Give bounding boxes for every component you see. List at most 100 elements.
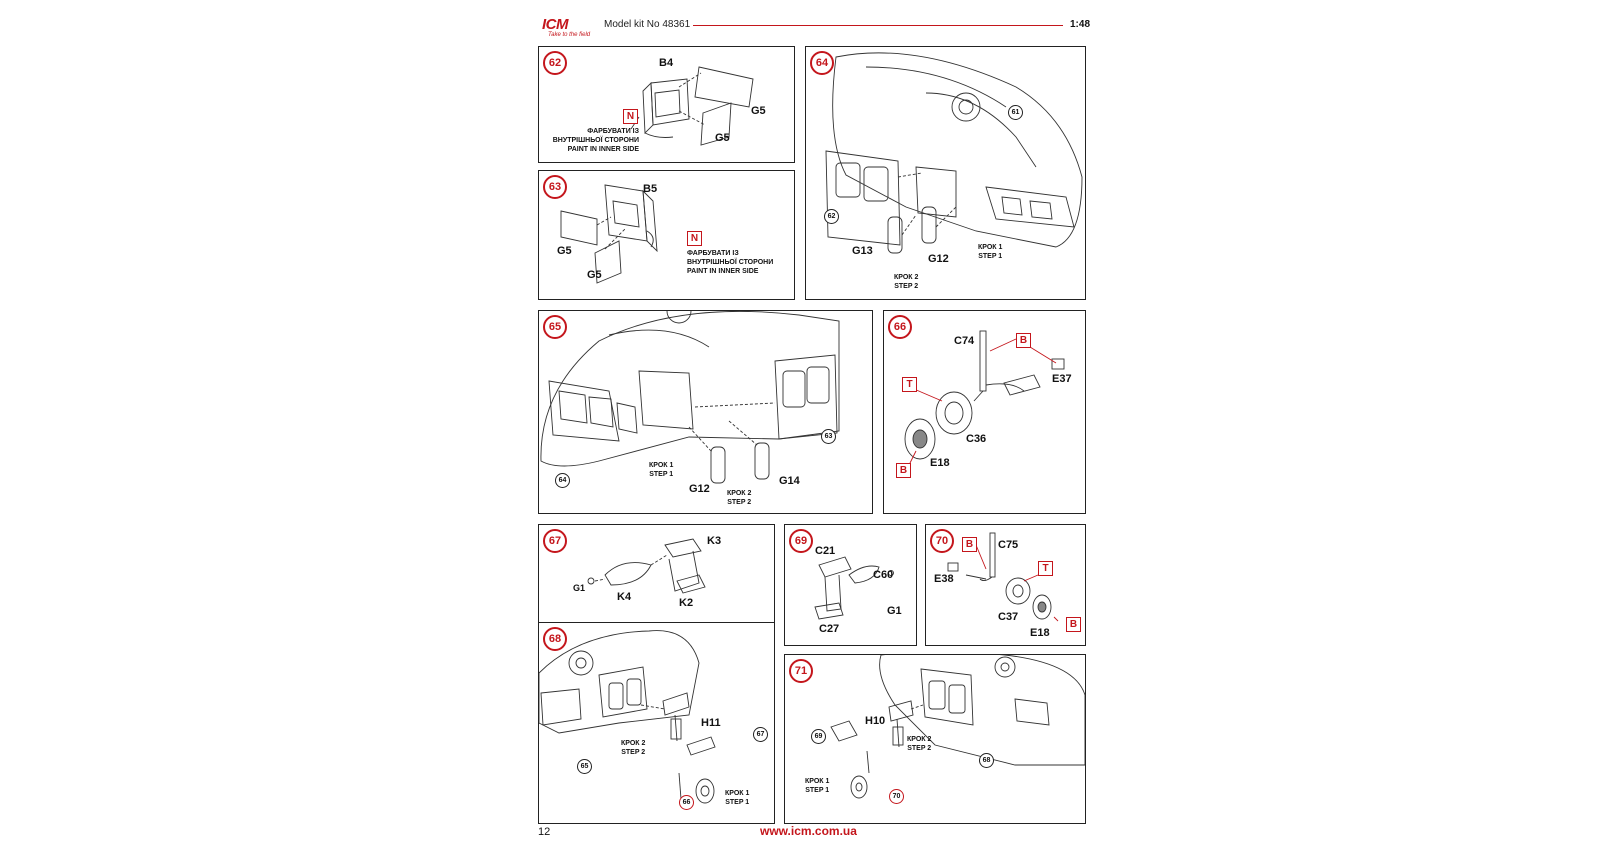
part-label-g5: G5 bbox=[715, 132, 730, 144]
wheel-assembly-drawing bbox=[904, 330, 1065, 464]
step-2-note: КРОК 2 STEP 2 bbox=[894, 273, 918, 291]
step-1-en: STEP 1 bbox=[725, 799, 750, 806]
part-assembly-drawing bbox=[587, 538, 706, 594]
step-number-badge: 68 bbox=[543, 627, 567, 651]
ref-step-66: 66 bbox=[679, 795, 694, 810]
wheel-assembly-drawing bbox=[947, 532, 1059, 622]
step-1-ua: КРОК 1 bbox=[978, 244, 1003, 251]
helicopter-landing-gear-drawing bbox=[539, 630, 716, 804]
ref-step-61: 61 bbox=[1008, 105, 1023, 120]
paint-note-ua-1: ФАРБУВАТИ ІЗ bbox=[687, 250, 739, 257]
step-67-panel: 67 K3 G1 K4 K2 bbox=[538, 524, 775, 624]
part-label-h11: H11 bbox=[701, 717, 721, 729]
step-68-panel: 68 65 H11 67 КРОК 2 STEP 2 66 КРОК 1 STE… bbox=[538, 622, 775, 824]
part-label-g14: G14 bbox=[779, 475, 800, 487]
step-71-panel: 71 H10 69 КРОК 2 STEP 2 68 КРОК 1 STEP 1… bbox=[784, 654, 1086, 824]
part-label-c37: C37 bbox=[998, 611, 1019, 623]
part-label-e38: E38 bbox=[934, 573, 954, 585]
paint-marker-n: N bbox=[687, 231, 702, 246]
step-70-panel: 70 C75 B E38 T C37 E18 B bbox=[925, 524, 1086, 646]
helicopter-landing-gear-drawing bbox=[830, 655, 1085, 799]
part-label-g5: G5 bbox=[751, 105, 766, 117]
step-1-ua: КРОК 1 bbox=[649, 462, 674, 469]
step-2-note: КРОК 2 STEP 2 bbox=[907, 735, 931, 753]
ref-step-70: 70 bbox=[889, 789, 904, 804]
step-1-ua: КРОК 1 bbox=[725, 790, 750, 797]
part-label-c36: C36 bbox=[966, 433, 987, 445]
paint-marker-b: B bbox=[1066, 617, 1081, 632]
step-2-ua: КРОК 2 bbox=[894, 274, 919, 281]
part-label-g12: G12 bbox=[689, 483, 710, 495]
paint-marker-b: B bbox=[1016, 333, 1031, 348]
step-number-badge: 69 bbox=[789, 529, 813, 553]
paint-note: ФАРБУВАТИ ІЗ ВНУТРІШНЬОЇ СТОРОНИ PAINT I… bbox=[687, 249, 773, 276]
step-2-note: КРОК 2 STEP 2 bbox=[727, 489, 751, 507]
icm-logo: ICM Take to the field bbox=[538, 14, 592, 38]
part-label-c21: C21 bbox=[815, 545, 836, 557]
part-label-g12: G12 bbox=[928, 253, 949, 265]
paint-note-en: PAINT IN INNER SIDE bbox=[567, 146, 639, 153]
door-assembly-drawing bbox=[630, 66, 754, 146]
step-1-en: STEP 1 bbox=[805, 787, 830, 794]
part-label-e18: E18 bbox=[930, 457, 950, 469]
page-header: ICM Take to the field Model kit No 48361… bbox=[538, 14, 1090, 40]
part-label-k2: K2 bbox=[679, 597, 694, 609]
part-label-k4: K4 bbox=[617, 591, 632, 603]
paint-marker-b: B bbox=[896, 463, 911, 478]
ref-step-63: 63 bbox=[821, 429, 836, 444]
part-label-k3: K3 bbox=[707, 535, 722, 547]
step-62-panel: 62 B4 G5 G5 N ФАРБУВАТИ ІЗ ВНУТРІШНЬОЇ С… bbox=[538, 46, 795, 163]
step-number-badge: 62 bbox=[543, 51, 567, 75]
part-label-g13: G13 bbox=[852, 245, 873, 257]
step-1-note: КРОК 1 STEP 1 bbox=[725, 789, 749, 807]
step-2-note: КРОК 2 STEP 2 bbox=[621, 739, 645, 757]
step-2-en: STEP 2 bbox=[907, 745, 932, 752]
step-2-ua: КРОК 2 bbox=[727, 490, 752, 497]
paint-note: ФАРБУВАТИ ІЗ ВНУТРІШНЬОЇ СТОРОНИ PAINT I… bbox=[543, 127, 639, 154]
part-label-g1: G1 bbox=[887, 605, 902, 617]
part-label-e18: E18 bbox=[1030, 627, 1050, 639]
helicopter-fuselage-drawing bbox=[540, 311, 840, 484]
part-label-c75: C75 bbox=[998, 539, 1019, 551]
ref-step-68: 68 bbox=[979, 753, 994, 768]
kit-number: Model kit No 48361 bbox=[604, 19, 691, 30]
part-label-b5: B5 bbox=[643, 183, 658, 195]
step-2-en: STEP 2 bbox=[727, 499, 752, 506]
ref-step-62: 62 bbox=[824, 209, 839, 224]
paint-marker-t: T bbox=[902, 377, 917, 392]
part-label-g5: G5 bbox=[557, 245, 572, 257]
step-number-badge: 63 bbox=[543, 175, 567, 199]
paint-marker-t: T bbox=[1038, 561, 1053, 576]
ref-step-65: 65 bbox=[577, 759, 592, 774]
ref-step-64: 64 bbox=[555, 473, 570, 488]
step-1-ua: КРОК 1 bbox=[805, 778, 830, 785]
part-label-b4: B4 bbox=[659, 57, 674, 69]
part-label-c60: C60 bbox=[873, 569, 894, 581]
part-label-h10: H10 bbox=[865, 715, 886, 727]
step-number-badge: 70 bbox=[930, 529, 954, 553]
step-number-badge: 67 bbox=[543, 529, 567, 553]
scale-label: 1:48 bbox=[1069, 19, 1090, 30]
page-number: 12 bbox=[538, 826, 551, 838]
step-2-ua: КРОК 2 bbox=[621, 740, 646, 747]
step-1-en: STEP 1 bbox=[978, 253, 1003, 260]
header-rule bbox=[693, 25, 1063, 26]
step-69-panel: 69 C21 C60 G1 C27 bbox=[784, 524, 917, 646]
website-link[interactable]: www.icm.com.ua bbox=[760, 824, 857, 838]
step-2-ua: КРОК 2 bbox=[907, 736, 932, 743]
logo-tagline: Take to the field bbox=[548, 32, 591, 38]
step-number-badge: 65 bbox=[543, 315, 567, 339]
step-1-en: STEP 1 bbox=[649, 471, 674, 478]
step-64-panel: 64 61 62 G13 G12 КРОК 2 STEP 2 КРОК bbox=[805, 46, 1086, 300]
part-label-c27: C27 bbox=[819, 623, 840, 635]
step-number-badge: 64 bbox=[810, 51, 834, 75]
part-label-c74: C74 bbox=[954, 335, 975, 347]
paint-marker-b: B bbox=[962, 537, 977, 552]
paint-note-ua-2: ВНУТРІШНЬОЇ СТОРОНИ bbox=[552, 137, 639, 144]
part-label-e37: E37 bbox=[1052, 373, 1072, 385]
paint-note-en: PAINT IN INNER SIDE bbox=[687, 268, 759, 275]
paint-note-ua-2: ВНУТРІШНЬОЇ СТОРОНИ bbox=[687, 259, 774, 266]
step-2-en: STEP 2 bbox=[894, 283, 919, 290]
part-assembly-drawing bbox=[814, 556, 894, 620]
logo-mark: ICM bbox=[542, 16, 569, 33]
